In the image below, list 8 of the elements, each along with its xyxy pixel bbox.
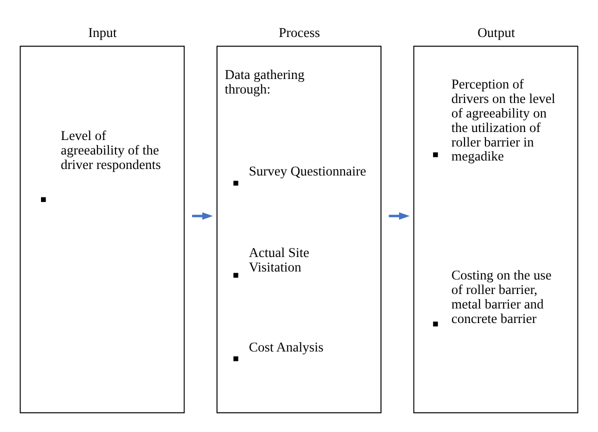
arrow xyxy=(388,212,410,220)
node-box: Level of agreeability of the driver respondents xyxy=(20,46,185,414)
node-label: Process xyxy=(278,24,320,40)
node-box: Perception of drivers on the level of agreeability on the utilization of roller barrier in megadike Costing on the use of roller barrier, metal barrier and concrete barrier xyxy=(413,46,578,414)
node-label: Output xyxy=(477,24,515,40)
node-box: Data gathering through: Survey Questionnaire Actual Site Visitation Cost Analysis xyxy=(216,46,382,414)
arrow xyxy=(192,212,213,220)
node-label: Input xyxy=(88,24,117,40)
